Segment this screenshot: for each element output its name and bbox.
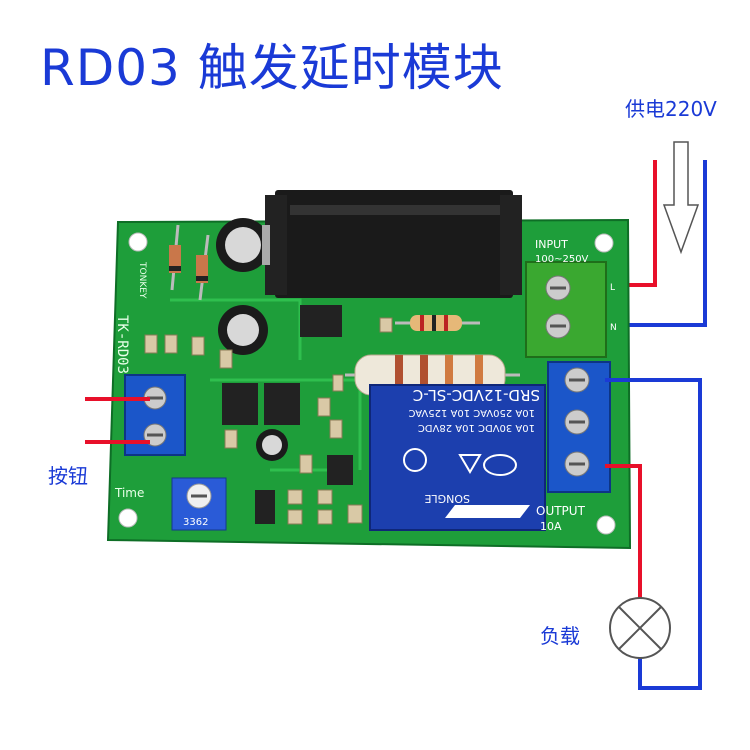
- input-voltage: 100~250V: [535, 254, 589, 265]
- pot-code: 3362: [183, 517, 208, 528]
- board-model: TK-RD03: [114, 315, 130, 374]
- board-brand: TONKEY: [137, 261, 147, 299]
- relay-brand: SONGLE: [424, 492, 470, 505]
- load-wire-red: [605, 464, 642, 598]
- capacitor-c5: [256, 429, 288, 461]
- load-label: 负载: [540, 624, 580, 648]
- ic-chips: [222, 305, 353, 524]
- button-label: 按钮: [48, 464, 88, 488]
- output-rating: 10A: [540, 520, 562, 533]
- power-label: 供电220V: [625, 97, 717, 121]
- cqc-mark-icon: [483, 454, 517, 476]
- capacitor-c4: [216, 218, 270, 272]
- input-n: N: [610, 323, 617, 333]
- output-terminal: [547, 361, 611, 493]
- input-terminal: [525, 261, 607, 358]
- load-wire-blue: [605, 378, 702, 690]
- ul-mark-icon: [403, 448, 427, 472]
- relay-rating-1: 10A 250VAC 10A 125VAC: [408, 407, 535, 418]
- songle-logo-icon: [445, 505, 530, 518]
- diode-left: [169, 224, 181, 291]
- down-arrow-icon: [662, 141, 700, 255]
- lamp-icon: [609, 597, 671, 659]
- resistor-r1: [395, 315, 480, 331]
- transformer: [265, 190, 522, 298]
- relay-rating-2: 10A 30VDC 10A 28VDC: [418, 422, 535, 433]
- triangle-mark-icon: [458, 454, 482, 474]
- smd-parts: [144, 317, 393, 525]
- potentiometer: [171, 477, 227, 531]
- relay-model: SRD-12VDC-SL-C: [413, 386, 540, 404]
- output-label: OUTPUT: [536, 504, 586, 518]
- time-label: Time: [114, 486, 144, 500]
- diode-mid: [196, 234, 210, 301]
- capacitor-c2: [218, 305, 268, 355]
- input-l: L: [610, 283, 615, 293]
- page-title: RD03 触发延时模块: [40, 39, 504, 97]
- input-label: INPUT: [535, 238, 568, 251]
